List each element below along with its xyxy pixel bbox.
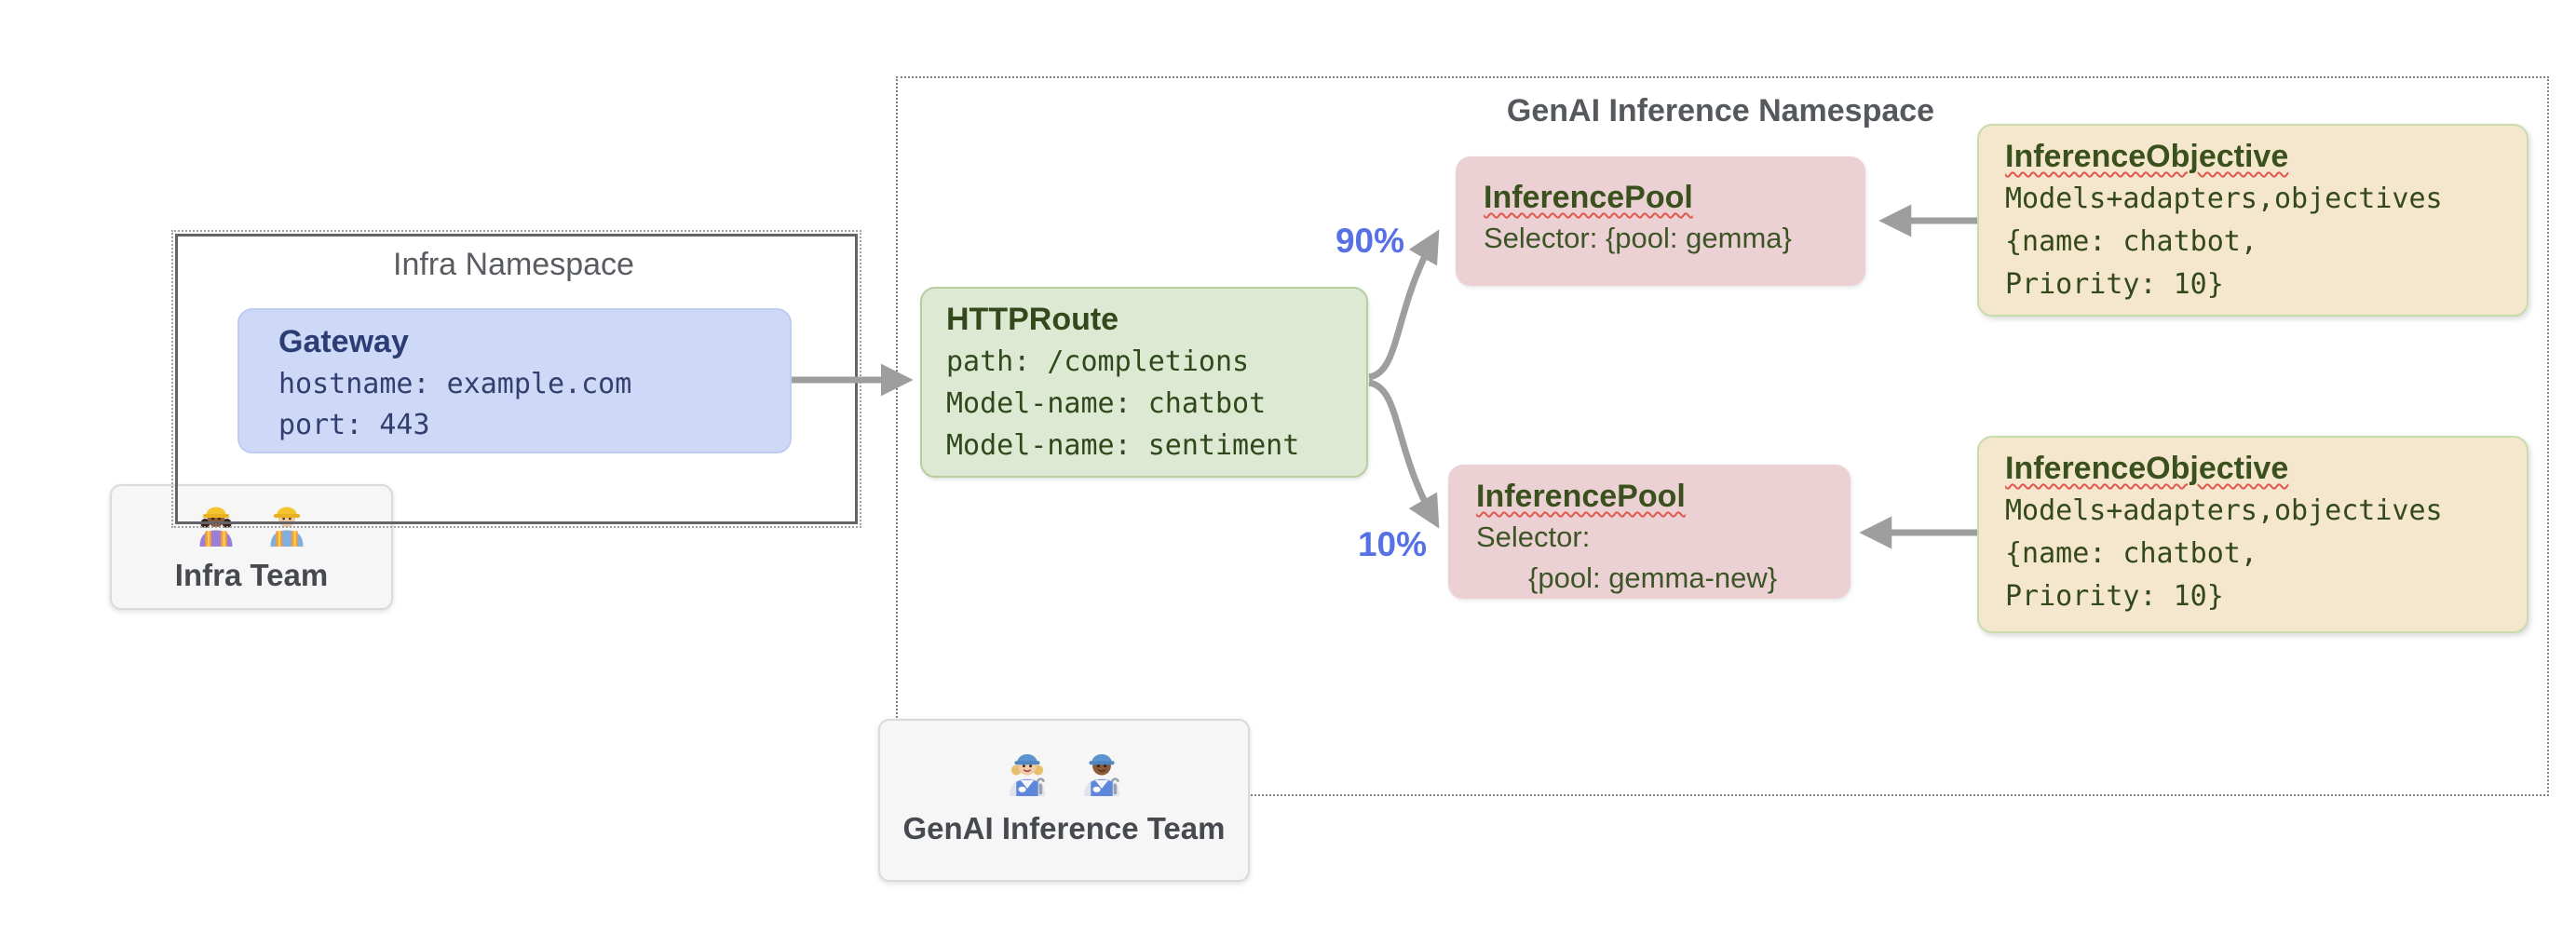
inference-pool-gemma-new-box: InferencePool Selector: {pool: gemma-new… (1448, 465, 1851, 599)
infra-namespace-title: Infra Namespace (393, 247, 634, 282)
inference-objective-bottom-models-line: Models+adapters,objectives (2005, 494, 2443, 527)
inference-pool-gemma-selector: Selector: {pool: gemma} (1484, 222, 1792, 254)
genai-team-icons (1002, 745, 1127, 802)
inference-pool-gemma-new-selector-value: {pool: gemma-new} (1528, 561, 1778, 594)
gateway-hostname-line: hostname: example.com (278, 368, 632, 400)
woman-mechanic-icon (1002, 745, 1052, 802)
gateway-port-line: port: 443 (278, 409, 430, 441)
gateway-box: Gateway hostname: example.com port: 443 (237, 308, 792, 453)
traffic-split-90-label: 90% (1335, 222, 1404, 260)
inference-objective-bottom-title: InferenceObjective (2005, 451, 2289, 486)
inference-objective-bottom-name-line: {name: chatbot, (2005, 537, 2257, 570)
woman-construction-worker-icon (193, 499, 239, 552)
man-construction-worker-icon (264, 499, 310, 552)
httproute-model-sentiment-line: Model-name: sentiment (946, 429, 1300, 462)
infra-team-box: Infra Team (110, 484, 393, 610)
httproute-path-line: path: /completions (946, 345, 1250, 378)
httproute-box: HTTPRoute path: /completions Model-name:… (920, 287, 1368, 478)
inference-pool-gemma-box: InferencePool Selector: {pool: gemma} (1456, 156, 1865, 286)
infra-team-icons (193, 499, 310, 552)
inference-objective-top-box: InferenceObjective Models+adapters,objec… (1977, 124, 2529, 317)
inference-objective-top-models-line: Models+adapters,objectives (2005, 183, 2443, 215)
inference-objective-top-title: InferenceObjective (2005, 139, 2289, 174)
httproute-model-chatbot-line: Model-name: chatbot (946, 387, 1267, 420)
inference-objective-top-name-line: {name: chatbot, (2005, 225, 2257, 258)
genai-inference-team-box: GenAI Inference Team (878, 719, 1250, 882)
genai-inference-namespace-title: GenAI Inference Namespace (1506, 93, 1935, 128)
inference-objective-bottom-box: InferenceObjective Models+adapters,objec… (1977, 436, 2529, 633)
inference-objective-bottom-priority-line: Priority: 10} (2005, 580, 2224, 613)
inference-pool-gemma-new-selector: Selector: (1476, 521, 1591, 553)
inference-pool-gemma-new-title: InferencePool (1476, 479, 1686, 514)
traffic-split-10-label: 10% (1357, 525, 1427, 563)
inference-pool-gemma-title: InferencePool (1484, 180, 1693, 215)
gateway-title: Gateway (278, 324, 409, 359)
genai-inference-namespace-rect (896, 76, 2549, 796)
genai-team-label: GenAI Inference Team (902, 811, 1226, 845)
httproute-title: HTTPRoute (946, 302, 1119, 337)
inference-objective-top-priority-line: Priority: 10} (2005, 268, 2224, 301)
infra-team-label: Infra Team (174, 558, 329, 592)
man-mechanic-icon (1077, 745, 1127, 802)
